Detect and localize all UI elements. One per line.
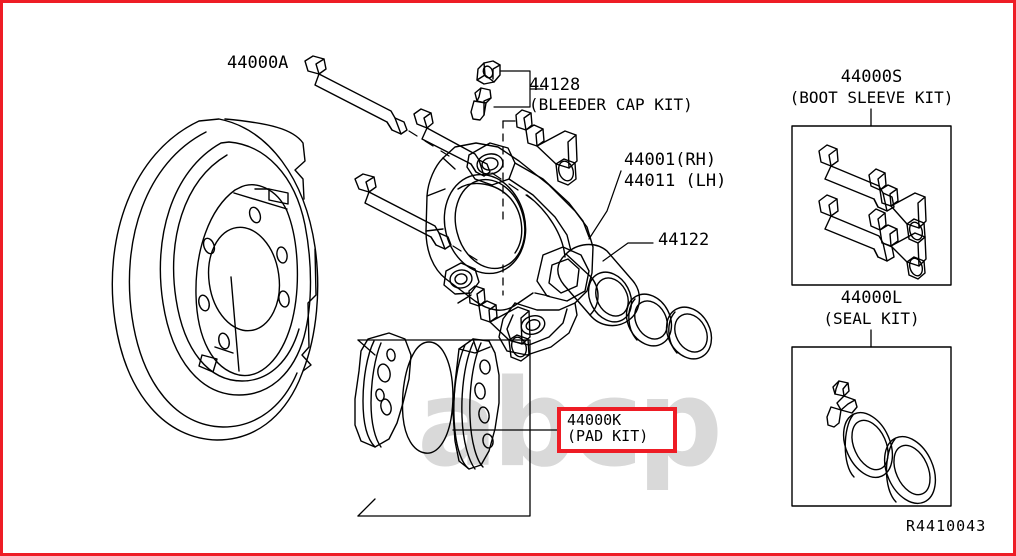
brake-pad-friction-plate [401,341,454,454]
diagram-line-art [111,55,952,517]
label-caliper-rh: 44001(RH) [624,150,717,170]
piston-part [557,243,640,327]
drawing-number: R4410043 [906,517,987,535]
pad-kit-callout-box[interactable]: 44000K (PAD KIT) [557,407,677,453]
label-bleeder-code: 44128 [529,75,581,95]
label-pad-kit-name: (PAD KIT) [567,426,649,445]
boot-sleeve-kit-contents [818,144,927,280]
backing-plate-part [111,118,319,441]
caliper-boot-sleeve-upper [515,109,578,186]
label-caliper-lh: 44011 (LH) [624,171,727,191]
caliper-body-part [425,142,594,356]
label-bleeder-name: (BLEEDER CAP KIT) [529,95,693,114]
diagram-canvas: abcp [3,3,1013,553]
bleeder-cap-part [476,60,501,85]
label-boot-sleeve-kit-code: 44000S [840,67,903,87]
guide-pin-upper-part [304,55,408,135]
label-guide-pin-code: 44000A [227,53,289,73]
guide-pin-upper-sleeve [413,108,491,177]
boot-sleeve-kit-panel-frame [791,125,952,286]
label-piston-code: 44122 [658,230,710,250]
pad-kit-group-box [357,339,531,517]
seal-kit-contents [826,380,937,505]
label-seal-kit-code: 44000L [840,288,903,308]
bleeder-screw-part [470,87,492,121]
label-boot-sleeve-kit-name: (BOOT SLEEVE KIT) [789,88,954,107]
label-pad-kit-code: 44000K [567,411,622,429]
label-seal-kit-name: (SEAL KIT) [823,309,920,328]
brake-pad-inner [452,338,500,470]
piston-seal-ring-1 [625,293,673,347]
seal-kit-panel-frame [791,346,952,507]
guide-pin-lower-part [354,173,452,250]
brake-pad-outer [354,332,412,448]
piston-seal-ring-2 [665,306,713,360]
